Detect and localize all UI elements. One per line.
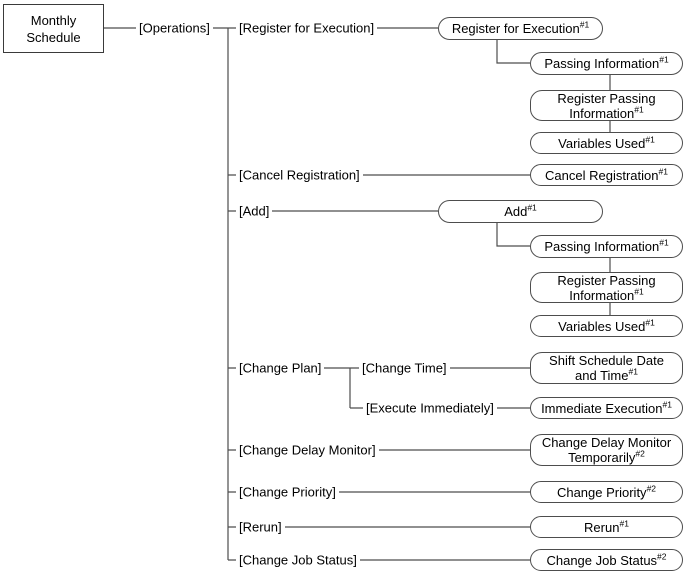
menu-label-change-plan: [Change Plan] [236,360,325,376]
menu-label-add: [Add] [236,203,273,219]
menu-label-change-delay-monitor: [Change Delay Monitor] [236,442,379,458]
action-node-variables-used-1: Variables Used#1 [530,132,683,154]
action-label: Variables Used [558,135,646,151]
action-node-register-passing-information-1: Register Passing Information#1 [530,90,683,121]
footnote-ref: #1 [658,166,668,177]
action-label: Change Priority [556,484,647,500]
footnote-ref: #2 [635,448,645,459]
footnote-ref: #1 [628,366,638,377]
footnote-ref: #1 [645,317,655,328]
action-label: Cancel Registration [545,167,659,183]
action-node-register-passing-information-2: Register Passing Information#1 [530,272,683,303]
footnote-ref: #1 [579,19,590,30]
action-node-immediate-execution: Immediate Execution#1 [530,397,683,419]
footnote-ref: #1 [619,518,629,529]
footnote-ref: #2 [657,551,667,562]
action-label: Register Passing Information [557,272,656,303]
footnote-ref: #1 [659,54,669,65]
menu-label-change-priority: [Change Priority] [236,484,339,500]
action-node-passing-information-2: Passing Information#1 [530,235,683,258]
action-node-cancel-registration: Cancel Registration#1 [530,164,683,186]
menu-label-execute-immediately: [Execute Immediately] [363,400,497,416]
footnote-ref: #1 [659,237,669,248]
add-children-elbow-line [496,223,530,247]
action-node-change-job-status: Change Job Status#2 [530,549,683,571]
action-label: Passing Information [544,56,660,71]
footnote-ref: #1 [527,202,537,213]
action-label: Immediate Execution [541,400,663,416]
footnote-ref: #1 [634,286,644,297]
action-node-change-priority: Change Priority#2 [530,481,683,503]
action-node-passing-information-1: Passing Information#1 [530,52,683,75]
action-label: Rerun [584,519,620,535]
action-node-register-for-execution: Register for Execution#1 [438,17,603,40]
action-label: Passing Information [544,239,660,254]
action-label: Add [504,204,528,219]
action-label: Register for Execution [451,21,580,36]
footnote-ref: #1 [645,134,655,145]
footnote-ref: #2 [646,483,657,494]
action-node-rerun: Rerun#1 [530,516,683,538]
root-node-monthly-schedule: Monthly Schedule [3,4,104,53]
footnote-ref: #1 [662,399,672,410]
action-label: Register Passing Information [557,90,656,121]
action-node-add: Add#1 [438,200,603,223]
action-label: Change Job Status [546,552,658,568]
action-label: Change Delay Monitor Temporarily [541,435,672,465]
action-label: Variables Used [558,318,646,334]
menu-label-change-time: [Change Time] [359,360,450,376]
action-node-shift-schedule-date-and-time: Shift Schedule Date and Time#1 [530,352,683,384]
root-node-label: Monthly Schedule [26,12,81,45]
menu-label-rerun: [Rerun] [236,519,285,535]
action-node-change-delay-monitor-temporarily: Change Delay Monitor Temporarily#2 [530,434,683,466]
menu-label-register-for-execution: [Register for Execution] [236,20,378,36]
action-node-variables-used-2: Variables Used#1 [530,315,683,337]
action-label: Shift Schedule Date and Time [549,353,664,383]
menu-label-cancel-registration: [Cancel Registration] [236,167,363,183]
register-children-elbow-line [496,40,530,64]
menu-label-operations: [Operations] [136,20,213,36]
footnote-ref: #1 [634,104,644,115]
menu-label-change-job-status: [Change Job Status] [236,552,360,568]
